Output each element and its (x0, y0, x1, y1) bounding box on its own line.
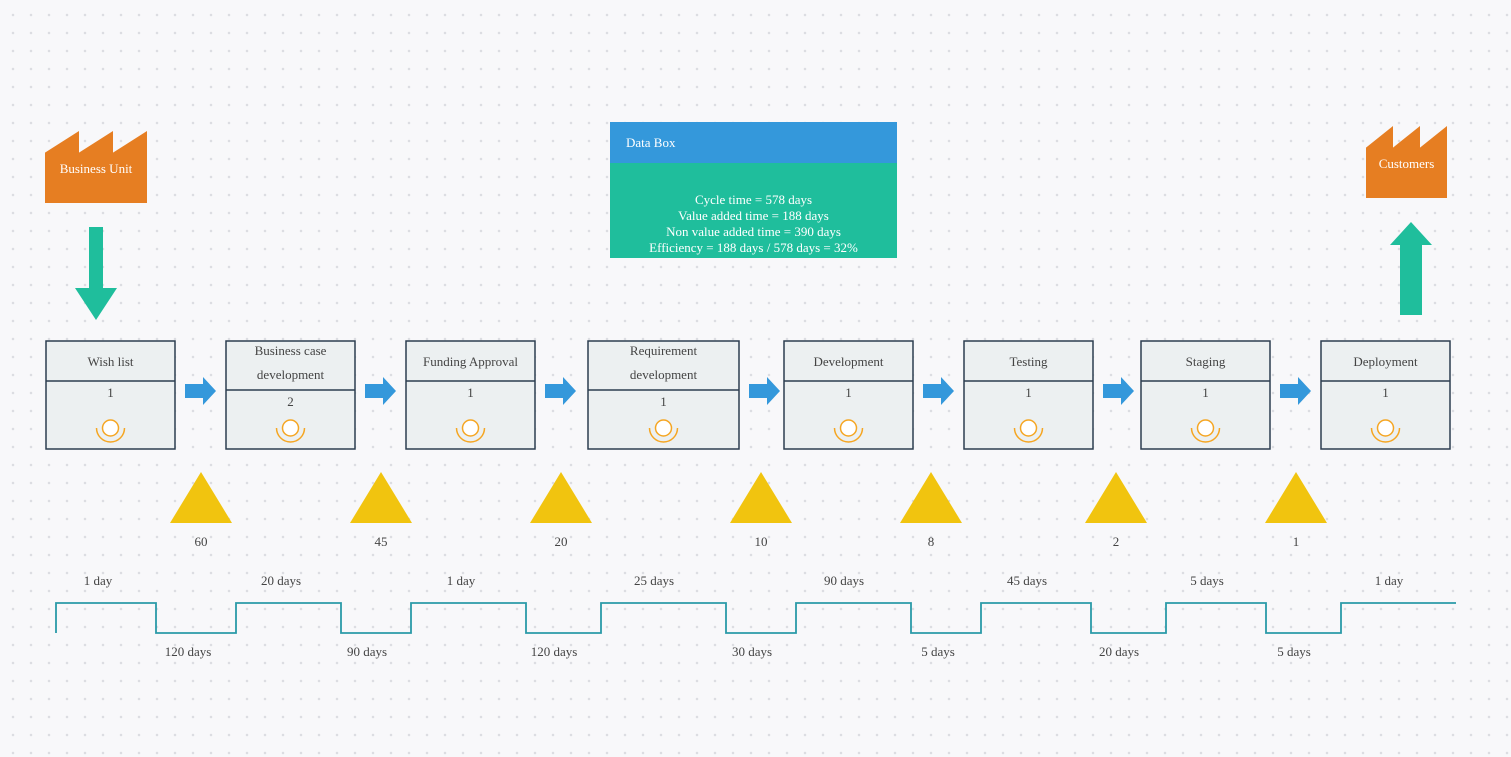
inventory-count: 10 (755, 534, 768, 549)
wait-time: 90 days (347, 644, 387, 659)
inventory-icon (350, 472, 412, 523)
inventory-icon (170, 472, 232, 523)
push-arrow-icon (365, 377, 396, 405)
operator-count: 1 (1382, 385, 1389, 400)
inventory-count: 2 (1113, 534, 1120, 549)
arrow-down-icon (75, 227, 117, 320)
wait-time: 120 days (165, 644, 212, 659)
process-name: Testing (1009, 354, 1048, 369)
inventory-icon (900, 472, 962, 523)
inventory-count: 8 (928, 534, 935, 549)
operator-count: 1 (1025, 385, 1032, 400)
data-box[interactable]: Data Box Cycle time = 578 days Value add… (610, 122, 897, 258)
inventory-triangle[interactable]: 8 (900, 472, 962, 549)
value-added-time: 90 days (824, 573, 864, 588)
wait-time: 20 days (1099, 644, 1139, 659)
operator-icon (833, 419, 864, 443)
value-added-time: 1 day (447, 573, 476, 588)
process-box[interactable]: Development 1 (783, 340, 914, 450)
operator-count: 1 (1202, 385, 1209, 400)
wait-time: 5 days (921, 644, 955, 659)
inventory-triangle[interactable]: 1 (1265, 472, 1327, 549)
arrow-up-icon (1390, 222, 1432, 315)
timeline (55, 602, 1456, 634)
operator-icon (1370, 419, 1401, 443)
process-box[interactable]: Staging 1 (1140, 340, 1271, 450)
inventory-triangle[interactable]: 45 (350, 472, 412, 549)
value-added-time: 25 days (634, 573, 674, 588)
inventory-icon (730, 472, 792, 523)
inventory-count: 1 (1293, 534, 1300, 549)
data-box-line: Non value added time = 390 days (666, 224, 841, 239)
wait-time: 120 days (531, 644, 578, 659)
data-box-line: Value added time = 188 days (678, 208, 829, 223)
operator-icon (1013, 419, 1044, 443)
value-added-time: 20 days (261, 573, 301, 588)
customer-customers[interactable]: Customers (1366, 126, 1447, 198)
operator-icon (648, 419, 679, 443)
value-added-time: 45 days (1007, 573, 1047, 588)
operator-count: 1 (467, 385, 474, 400)
operator-count: 2 (287, 394, 294, 409)
inventory-count: 45 (375, 534, 388, 549)
operator-icon (455, 419, 486, 443)
inventory-count: 20 (555, 534, 568, 549)
value-added-time: 1 day (1375, 573, 1404, 588)
inventory-triangle[interactable]: 2 (1085, 472, 1147, 549)
supplier-business-unit[interactable]: Business Unit (45, 131, 147, 203)
inventory-icon (530, 472, 592, 523)
process-name: Staging (1186, 354, 1226, 369)
data-box-title: Data Box (610, 122, 897, 163)
value-added-time: 1 day (84, 573, 113, 588)
operator-count: 1 (845, 385, 852, 400)
wait-time: 5 days (1277, 644, 1311, 659)
push-arrow-icon (923, 377, 954, 405)
process-box[interactable]: Testing 1 (963, 340, 1094, 450)
inventory-triangle[interactable]: 10 (730, 472, 792, 549)
push-arrow-icon (749, 377, 780, 405)
inventory-icon (1085, 472, 1147, 523)
factory-icon (1366, 126, 1447, 198)
process-name: Deployment (1353, 354, 1418, 369)
process-box[interactable]: Wish list 1 (45, 340, 176, 450)
operator-count: 1 (660, 394, 667, 409)
operator-icon (1190, 419, 1221, 443)
inventory-triangle[interactable]: 20 (530, 472, 592, 549)
operator-count: 1 (107, 385, 114, 400)
process-box[interactable]: Deployment 1 (1320, 340, 1451, 450)
wait-time: 30 days (732, 644, 772, 659)
process-name: Development (813, 354, 883, 369)
factory-icon (45, 131, 147, 203)
operator-icon (95, 419, 126, 443)
push-arrow-icon (545, 377, 576, 405)
process-box[interactable]: Funding Approval 1 (405, 340, 536, 450)
data-box-line: Efficiency = 188 days / 578 days = 32% (649, 240, 858, 255)
customer-customers-label: Customers (1379, 156, 1435, 171)
process-name: Wish list (87, 354, 133, 369)
process-name: Funding Approval (423, 354, 518, 369)
inventory-count: 60 (195, 534, 208, 549)
value-added-time: 5 days (1190, 573, 1224, 588)
inventory-triangle[interactable]: 60 (170, 472, 232, 549)
inventory-icon (1265, 472, 1327, 523)
data-box-line: Cycle time = 578 days (694, 192, 813, 207)
push-arrow-icon (1103, 377, 1134, 405)
push-arrow-icon (185, 377, 216, 405)
supplier-business-unit-label: Business Unit (60, 161, 133, 176)
push-arrow-icon (1280, 377, 1311, 405)
operator-icon (275, 419, 306, 443)
